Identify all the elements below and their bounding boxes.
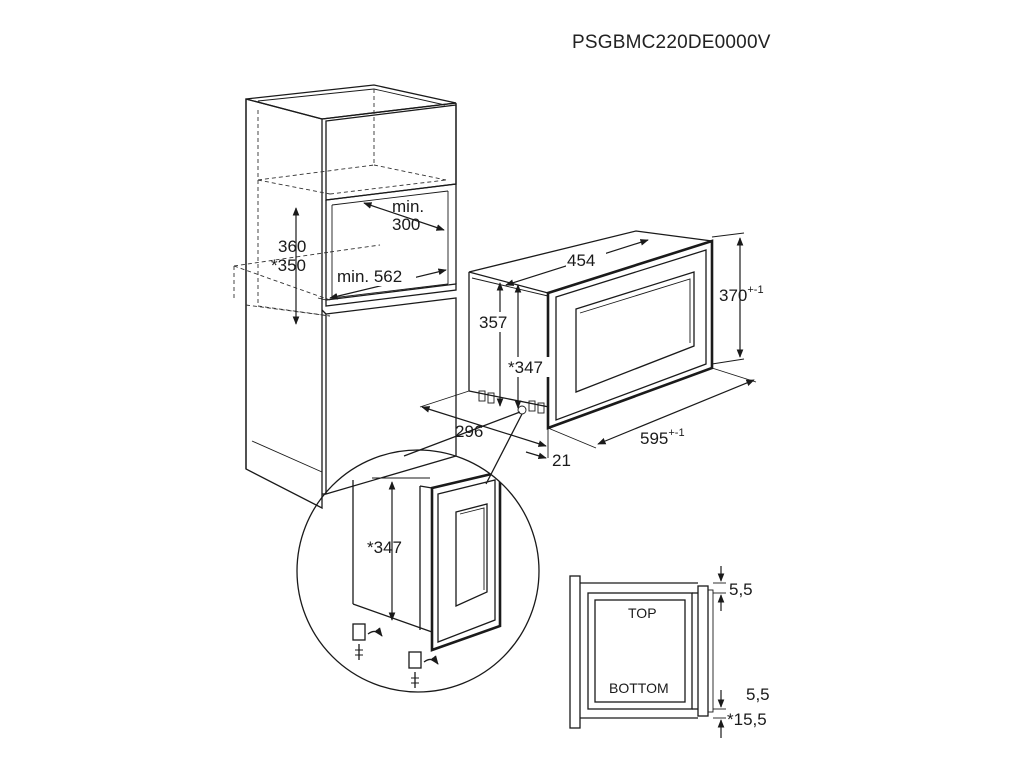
bottom-label: BOTTOM <box>609 680 669 696</box>
mounting-clip-left <box>352 623 366 641</box>
appliance-width-label: 454 <box>567 251 595 270</box>
niche-depth-line <box>363 202 445 231</box>
gap-bottom-alt-label: *15,5 <box>727 710 767 729</box>
appliance-window <box>575 271 695 393</box>
cabinet-lower-door <box>325 297 457 495</box>
niche-depth-label-a: min. <box>392 197 424 216</box>
detail-height-label: *347 <box>367 538 402 557</box>
tall-cabinet: 360 *350 min. 300 min. 562 <box>233 84 457 510</box>
gap-bottom-label: 5,5 <box>746 685 770 704</box>
niche-depth-label-b: 300 <box>392 215 420 234</box>
appliance-height-label: 370+-1 <box>719 284 764 305</box>
frame-offset-line <box>525 451 547 460</box>
top-label: TOP <box>628 605 657 621</box>
detail-circle <box>296 449 540 693</box>
niche-width-label: min. 562 <box>337 267 402 286</box>
microwave-appliance: 454 370+-1 357 *347 296 21 595+-1 <box>419 230 764 470</box>
appliance-door <box>555 249 707 421</box>
plinth-line <box>251 440 323 473</box>
appliance-depth-line <box>421 406 547 447</box>
frame-offset-label: 21 <box>552 451 571 470</box>
cabinet-side-panel <box>245 98 323 510</box>
appliance-body-height-label: 357 <box>479 313 507 332</box>
niche-floor <box>325 283 457 307</box>
gap-top-label: 5,5 <box>729 580 753 599</box>
model-code: PSGBMC220DE0000V <box>572 32 771 53</box>
detail-magnifier: *347 <box>296 405 540 693</box>
niche-height-alt-label: *350 <box>271 256 306 275</box>
gap-cross-section: TOP BOTTOM 5,5 5,5 *15,5 <box>569 566 770 738</box>
niche-height-label: 360 <box>278 237 306 256</box>
appliance-inner-height-label: *347 <box>508 358 543 377</box>
frame-width-line <box>597 379 755 445</box>
frame-width-label: 595+-1 <box>640 427 685 448</box>
mounting-clip-right <box>408 651 422 669</box>
cabinet-top <box>245 84 457 120</box>
